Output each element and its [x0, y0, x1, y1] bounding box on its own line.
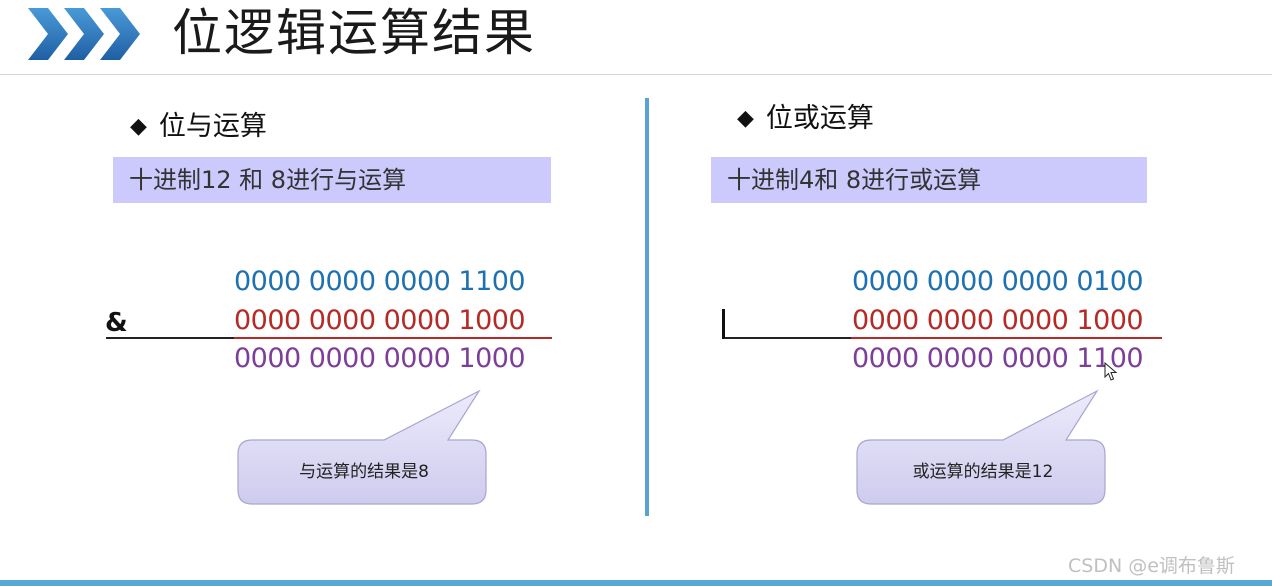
or-sum-line-black — [725, 337, 851, 339]
diamond-bullet-icon: ◆ — [737, 106, 754, 131]
and-operator: & — [105, 308, 128, 338]
triple-chevron-icon — [28, 8, 140, 60]
watermark: CSDN @e调布鲁斯 — [1068, 555, 1235, 577]
or-operand1: 0000 0000 0000 0100 — [852, 266, 1144, 297]
page-title: 位逻辑运算结果 — [172, 4, 536, 62]
bottom-accent-bar — [0, 580, 1272, 586]
section-divider — [645, 98, 649, 516]
header-rule — [0, 74, 1272, 75]
and-operand1: 0000 0000 0000 1100 — [234, 266, 526, 297]
or-result: 0000 0000 0000 1100 — [852, 343, 1144, 374]
or-callout-text: 或运算的结果是12 — [912, 462, 1054, 482]
and-callout-text: 与运算的结果是8 — [299, 462, 429, 482]
diamond-bullet-icon: ◆ — [130, 114, 147, 139]
or-sum-line-red — [851, 337, 1162, 339]
and-heading-text: 位与运算 — [158, 111, 267, 142]
and-result-callout — [237, 389, 487, 505]
and-section-heading: ◆ 位与运算 — [130, 110, 267, 144]
or-heading-text: 位或运算 — [765, 103, 874, 134]
or-operator — [722, 309, 725, 339]
and-sum-line-black — [106, 337, 234, 339]
or-result-callout — [856, 389, 1106, 505]
and-description-box: 十进制12 和 8进行与运算 — [113, 157, 551, 203]
mouse-pointer-icon — [1104, 362, 1118, 381]
and-sum-line-red — [234, 337, 552, 339]
or-operand2: 0000 0000 0000 1000 — [852, 305, 1144, 336]
or-section-heading: ◆ 位或运算 — [737, 102, 874, 136]
or-description-box: 十进制4和 8进行或运算 — [711, 157, 1147, 203]
and-result: 0000 0000 0000 1000 — [234, 343, 526, 374]
and-operand2: 0000 0000 0000 1000 — [234, 305, 526, 336]
